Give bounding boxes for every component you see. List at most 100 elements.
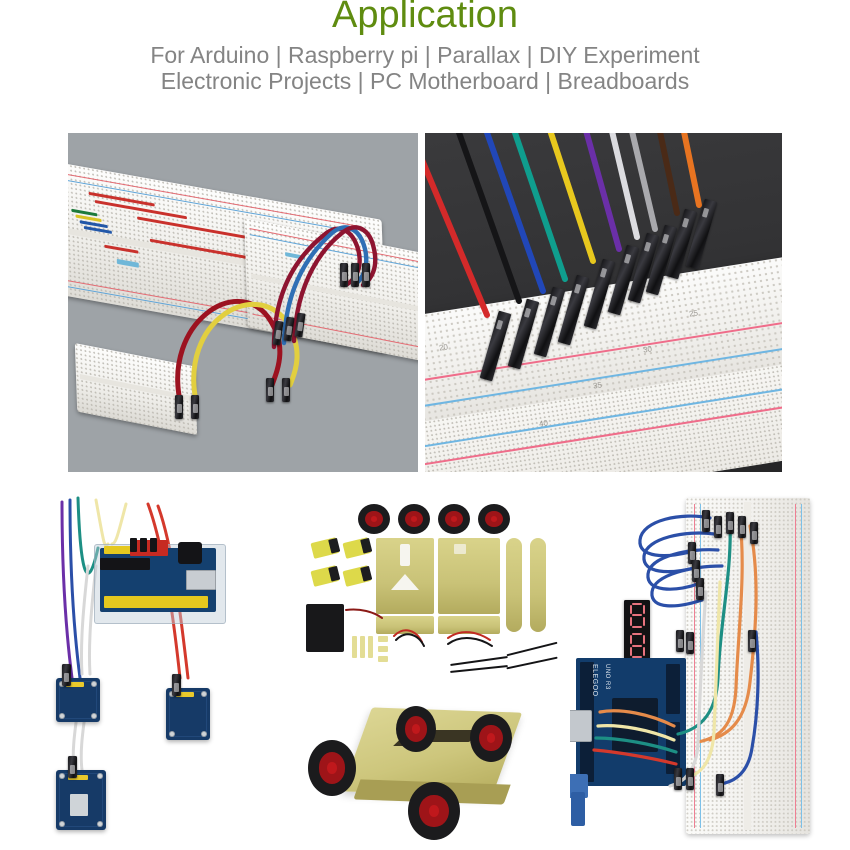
- sensor-module: [56, 770, 106, 830]
- dupont-connector: [692, 560, 700, 582]
- side-rail: [530, 538, 546, 632]
- dupont-connector: [351, 263, 359, 287]
- breadboard-row-number: 30: [642, 344, 653, 355]
- sensor-wires-group: [60, 496, 190, 772]
- dupont-connector: [62, 664, 71, 686]
- dupont-connector: [726, 512, 734, 534]
- pin-header: [130, 538, 137, 552]
- mounting-hole: [92, 714, 96, 718]
- rail-red-right: [794, 504, 796, 828]
- subtitle-line-2: Electronic Projects | PC Motherboard | B…: [160, 68, 690, 94]
- dupont-connector: [674, 768, 682, 790]
- wire-blue: [68, 498, 82, 680]
- chassis-plate-rear: [438, 538, 500, 614]
- usb-cable: [571, 792, 585, 826]
- mounting-hole: [60, 822, 64, 826]
- breadboard-row-number: 20: [438, 342, 449, 353]
- photo-caption-bottom-middle: 4WD brass robot car chassis kit — explod…: [290, 482, 291, 483]
- dupont-connector: [702, 510, 710, 532]
- dupont-connector: [686, 768, 694, 790]
- power-pin-header: [666, 722, 680, 774]
- chassis-rail-rear: [438, 616, 500, 634]
- dc-jack: [178, 542, 202, 564]
- photo-row-top: Three white solderless breadboards on a …: [68, 133, 782, 472]
- mounting-hole: [92, 682, 96, 686]
- usb-port: [186, 570, 216, 590]
- breadboard-row-number: 25: [688, 308, 699, 319]
- wheel-assembled: [408, 782, 460, 840]
- photo-caption-bottom-left: Arduino UNO in a clear case with a yello…: [0, 482, 1, 483]
- header: Application For Arduino | Raspberry pi |…: [0, 0, 850, 94]
- board-model-label: UNO R3: [604, 664, 610, 690]
- photo-arduino-sensors: Arduino UNO in a clear case with a yello…: [0, 482, 290, 846]
- dupont-connector: [283, 316, 295, 342]
- nylon-standoff: [378, 646, 388, 652]
- module-header: [66, 682, 84, 687]
- dupont-connector: [750, 522, 758, 544]
- breadboard-right: [244, 217, 418, 365]
- wire-harness-black: [447, 637, 493, 647]
- dupont-connector: [714, 516, 722, 538]
- module-header: [68, 775, 88, 780]
- page-title: Application: [332, 0, 518, 36]
- dupont-connector: [272, 320, 284, 346]
- module-header: [176, 692, 194, 697]
- photo-breadboards-grey: Three white solderless breadboards on a …: [68, 133, 418, 472]
- cable-tie: [506, 641, 558, 657]
- cable-tie: [450, 655, 508, 667]
- wheel-assembled: [396, 706, 436, 752]
- gear-motor: [342, 565, 373, 587]
- dupont-connector: [738, 516, 746, 538]
- breadboard-vertical: [686, 498, 810, 834]
- dupont-connector: [686, 632, 694, 654]
- wire-purple: [60, 500, 74, 680]
- breadboard-mini: [74, 342, 198, 436]
- wire-white: [79, 564, 90, 676]
- shield-red-block: [130, 540, 168, 556]
- side-rail: [506, 538, 522, 632]
- sensor-module: [166, 688, 210, 740]
- cable-tie: [450, 664, 508, 674]
- dupont-connector: [748, 630, 756, 652]
- nylon-spacer: [352, 636, 357, 658]
- module-contact-strip: [70, 794, 88, 816]
- usb-b-port: [570, 710, 592, 742]
- dupont-connector: [676, 630, 684, 652]
- chassis-rail-front: [376, 616, 434, 634]
- mcu-chip: [612, 698, 658, 752]
- wire-cream-2: [110, 502, 128, 546]
- pin-header: [140, 538, 147, 552]
- photo-caption-bottom-right: ELEGOO UNO R3 board wired on a breadboar…: [570, 482, 571, 483]
- dupont-connector: [340, 263, 348, 287]
- gear-motor: [310, 537, 341, 559]
- wheel-assembled: [470, 714, 512, 762]
- wheel: [358, 504, 390, 534]
- cable-tie: [506, 656, 558, 670]
- seven-segment-digit: [629, 602, 645, 628]
- mounting-hole: [98, 774, 102, 778]
- chassis-cutout: [454, 544, 466, 554]
- chassis-slot-cutout: [430, 730, 474, 742]
- dupont-connector: [362, 263, 370, 287]
- breadboard-row-number: 35: [592, 380, 603, 391]
- wire-black-pair: [395, 633, 425, 647]
- mounting-hole: [170, 732, 174, 736]
- mounting-hole: [60, 774, 64, 778]
- analog-pin-header: [666, 664, 680, 714]
- center-channel-vertical: [744, 502, 751, 830]
- dupont-connector: [172, 674, 181, 696]
- wheel: [478, 504, 510, 534]
- dupont-connector: [191, 395, 199, 419]
- dupont-connector: [266, 378, 274, 402]
- mounting-hole: [98, 822, 102, 826]
- board-brand-label: ELEGOO: [591, 664, 598, 697]
- page-subtitle: For Arduino | Raspberry pi | Parallax | …: [0, 42, 850, 94]
- mounting-hole: [60, 714, 64, 718]
- rail-blue-left: [700, 504, 702, 828]
- wheel: [398, 504, 430, 534]
- photo-jumper-wires-closeup: Close-up of ten coloured female dupont j…: [425, 133, 782, 472]
- dupont-connector: [175, 395, 183, 419]
- photo-uno-seven-segment: ELEGOO UNO R3 board wired on a breadboar…: [570, 482, 850, 846]
- wheel: [438, 504, 470, 534]
- wheel-assembled: [308, 740, 356, 796]
